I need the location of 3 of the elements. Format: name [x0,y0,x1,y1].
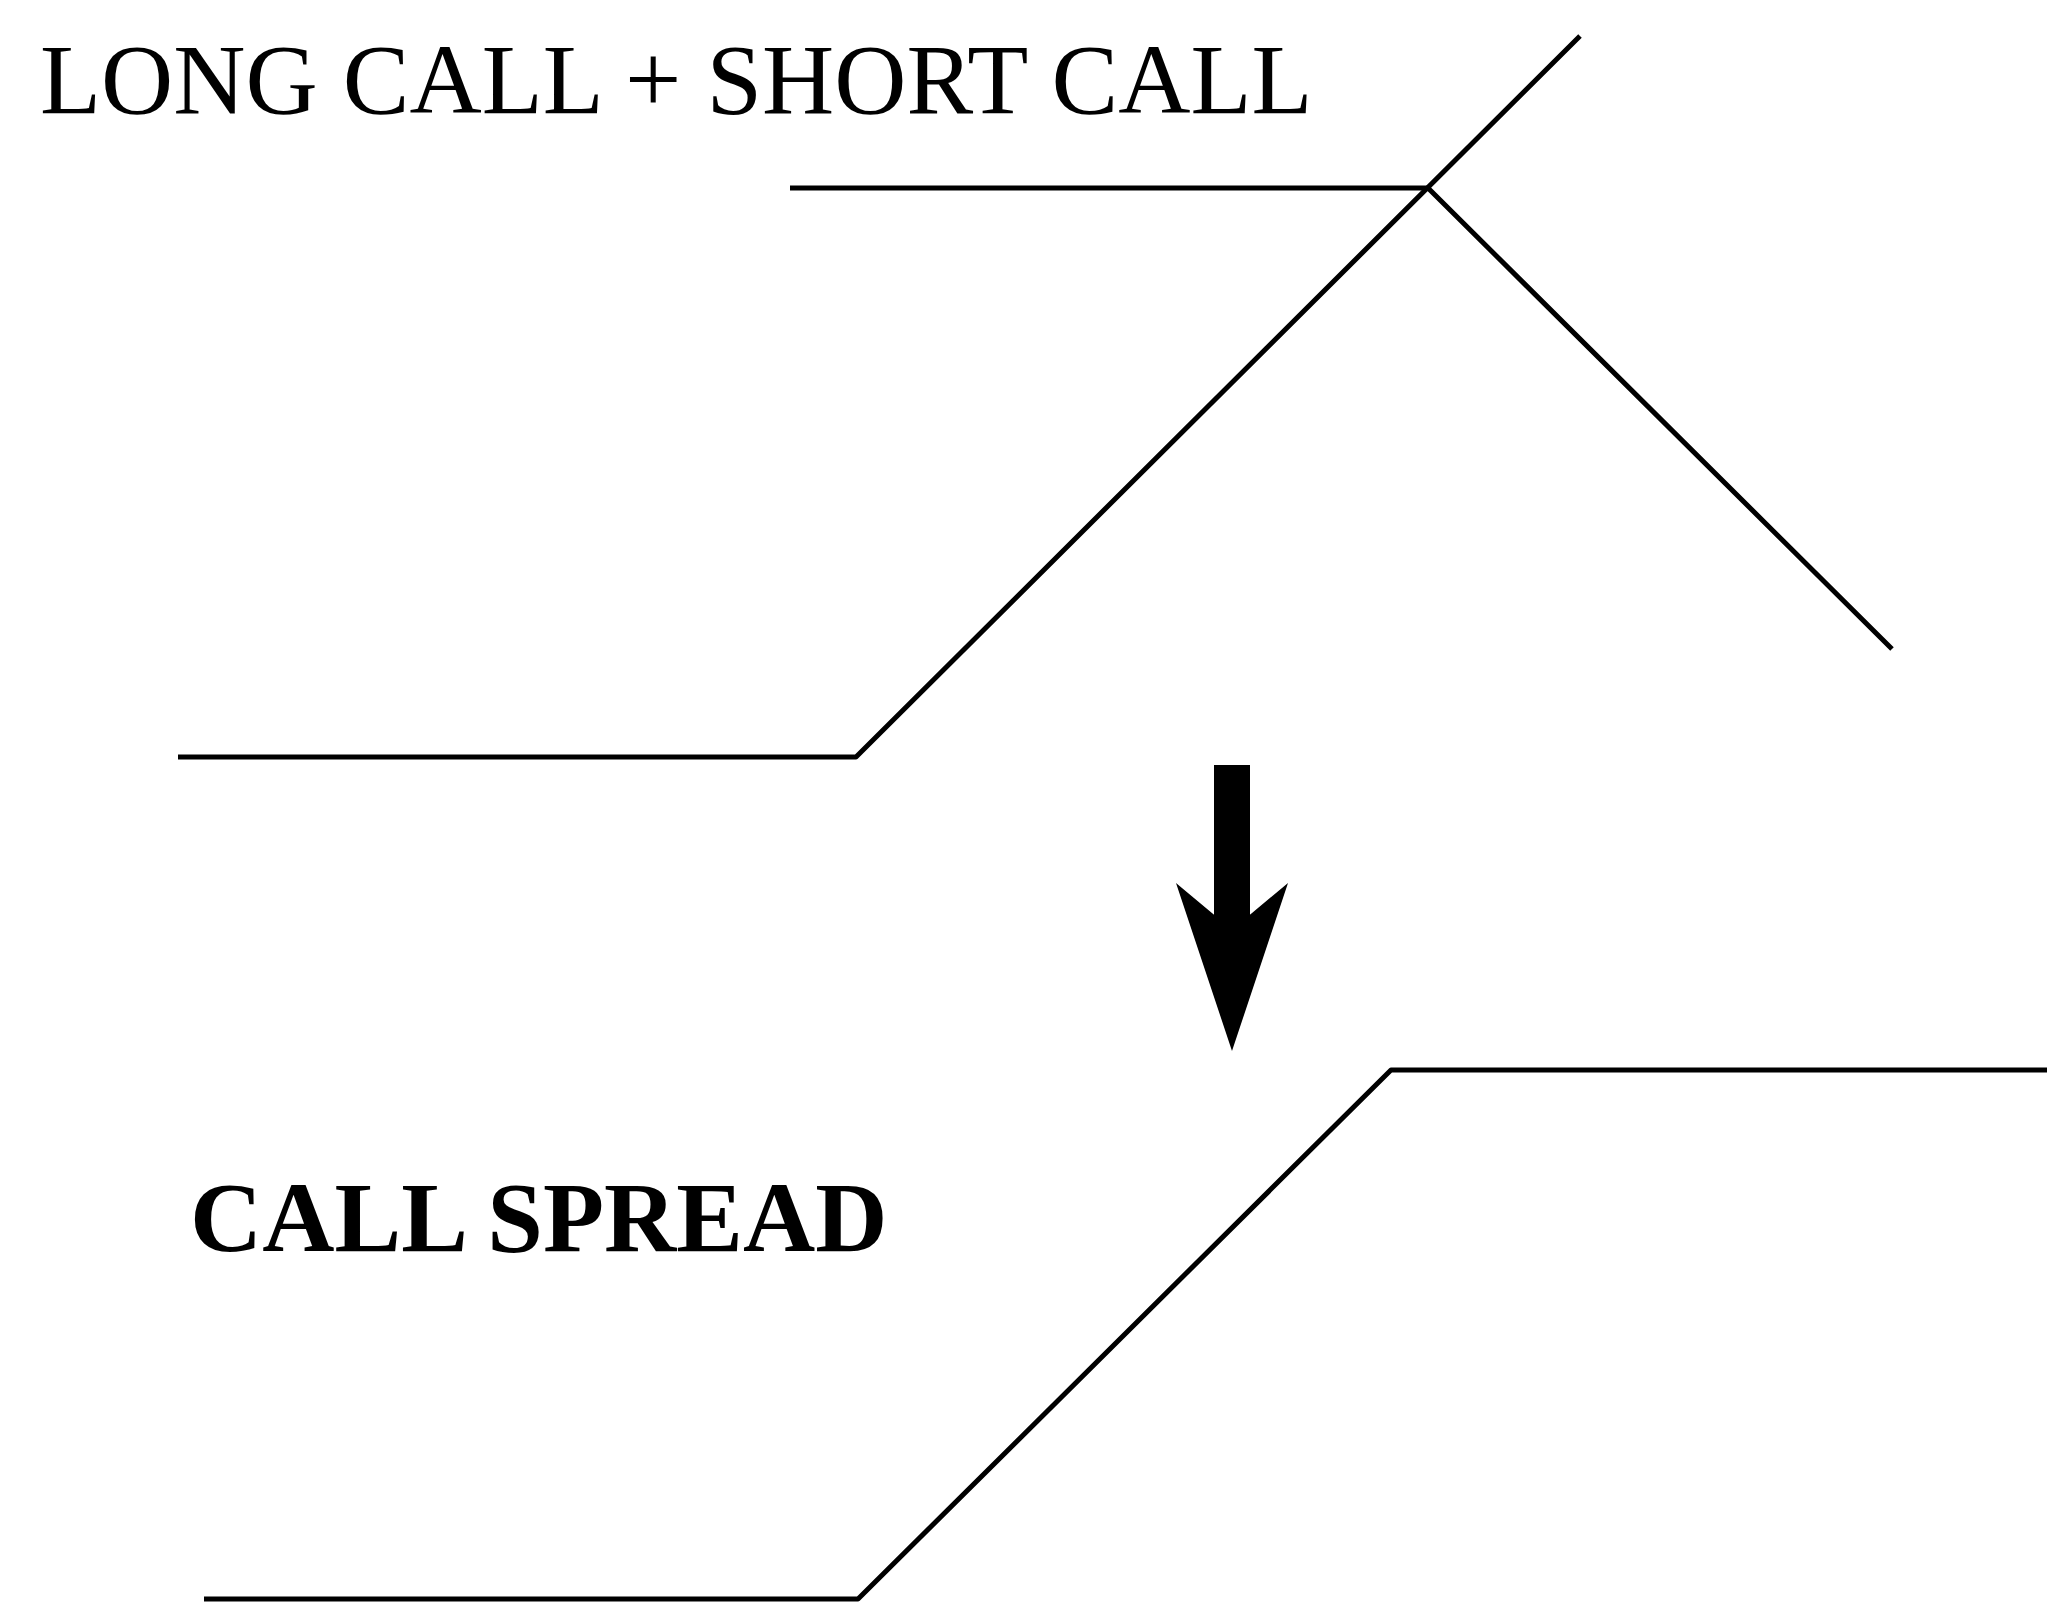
diagram-title: LONG CALL + SHORT CALL [40,30,1313,130]
arrow [1176,765,1288,1051]
strategy-label: CALL SPREAD [190,1168,888,1268]
